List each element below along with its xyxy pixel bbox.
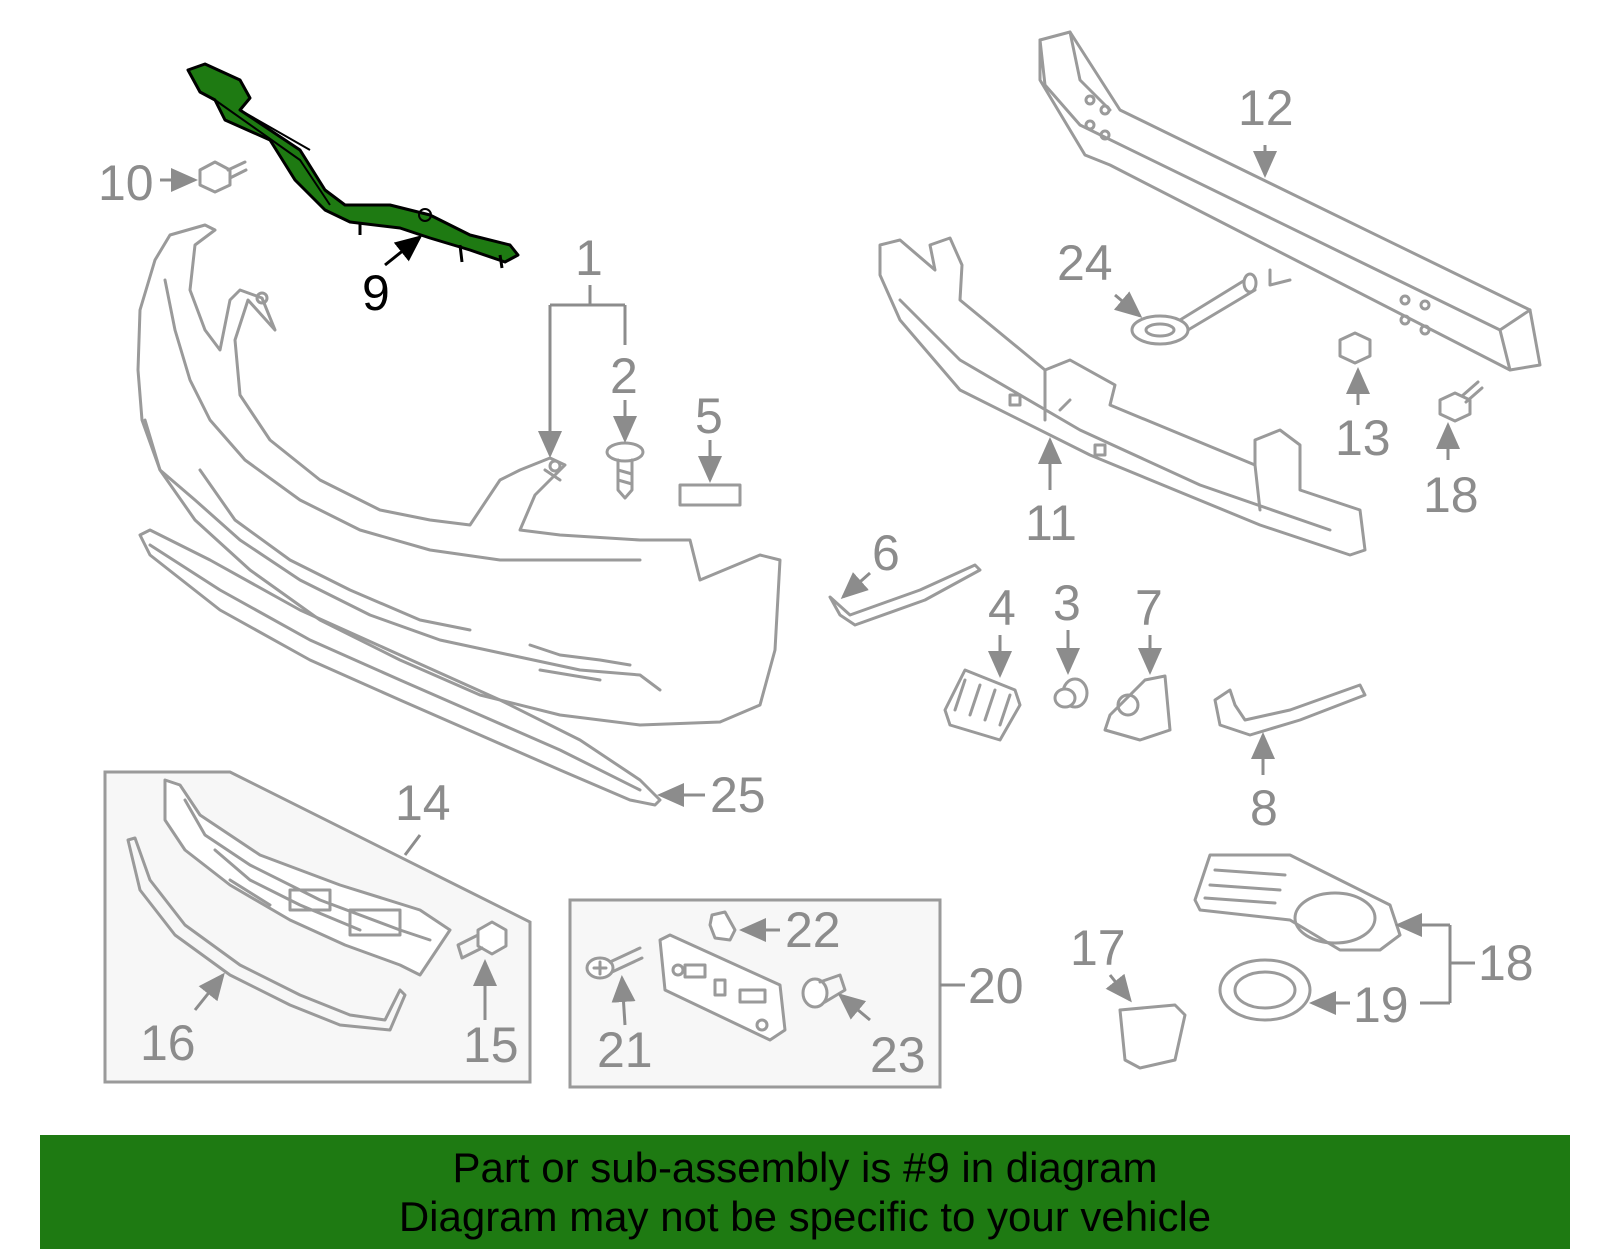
part-5-label[interactable] bbox=[678, 483, 742, 507]
callout-14: 14 bbox=[395, 775, 451, 831]
part-19-fog-cover[interactable] bbox=[1218, 958, 1312, 1022]
callout-11: 11 bbox=[1025, 495, 1077, 551]
callout-24: 24 bbox=[1057, 235, 1113, 291]
part-6-molding[interactable] bbox=[828, 563, 982, 627]
part-1-bumper-cover[interactable] bbox=[136, 223, 782, 727]
part-25-lower-lip[interactable] bbox=[138, 528, 662, 807]
callout-16: 16 bbox=[140, 1015, 196, 1071]
callout-21: 21 bbox=[597, 1022, 653, 1078]
callout-4: 4 bbox=[988, 580, 1016, 636]
callout-18-bottom: 18 bbox=[1478, 935, 1534, 991]
callout-17: 17 bbox=[1070, 920, 1126, 976]
part-23-grommet[interactable] bbox=[801, 973, 847, 1009]
callout-5: 5 bbox=[695, 388, 723, 444]
callout-9: 9 bbox=[362, 265, 390, 321]
part-16-molding[interactable] bbox=[126, 836, 407, 1032]
callout-22: 22 bbox=[785, 902, 841, 958]
part-20-plate-bracket[interactable] bbox=[658, 933, 787, 1042]
part-18-bolt[interactable] bbox=[1438, 380, 1484, 423]
part-10-bolt[interactable] bbox=[198, 160, 248, 194]
part-8-molding[interactable] bbox=[1213, 683, 1367, 737]
callout-19: 19 bbox=[1353, 977, 1409, 1033]
part-4-bracket[interactable] bbox=[943, 668, 1022, 742]
part-11-absorber[interactable] bbox=[878, 236, 1367, 557]
callout-10: 10 bbox=[98, 155, 154, 211]
callout-13: 13 bbox=[1335, 410, 1391, 466]
callout-8: 8 bbox=[1250, 780, 1278, 836]
part-7-bracket[interactable] bbox=[1103, 674, 1172, 742]
banner-line-1: Part or sub-assembly is #9 in diagram bbox=[452, 1144, 1158, 1191]
callout-2: 2 bbox=[610, 348, 638, 404]
part-2-clip[interactable] bbox=[605, 441, 645, 500]
callout-1: 1 bbox=[575, 230, 603, 286]
info-banner: Part or sub-assembly is #9 in diagram Di… bbox=[40, 1135, 1570, 1249]
callout-23: 23 bbox=[870, 1027, 926, 1083]
part-14-grille[interactable] bbox=[163, 778, 452, 977]
callout-7: 7 bbox=[1135, 580, 1163, 636]
part-15-bolt[interactable] bbox=[456, 920, 508, 960]
part-9-bracket[interactable] bbox=[186, 62, 520, 269]
part-13-nut[interactable] bbox=[1338, 331, 1372, 365]
callout-25: 25 bbox=[710, 767, 766, 823]
callout-15: 15 bbox=[463, 1017, 519, 1073]
part-21-screw[interactable] bbox=[585, 946, 644, 980]
callout-18-top: 18 bbox=[1423, 467, 1479, 523]
part-17-cap[interactable] bbox=[1118, 1003, 1187, 1070]
part-24-tow-hook[interactable] bbox=[1130, 272, 1258, 346]
callout-labels: 10 9 1 2 5 12 24 13 18 11 6 4 3 7 8 25 1… bbox=[98, 80, 1534, 1083]
part-22-clip[interactable] bbox=[708, 910, 737, 942]
callout-3: 3 bbox=[1053, 575, 1081, 631]
leader-lines bbox=[160, 145, 1475, 1026]
part-12-reinforcement[interactable] bbox=[1038, 30, 1542, 372]
callout-12: 12 bbox=[1238, 80, 1294, 136]
callout-20: 20 bbox=[968, 958, 1024, 1014]
banner-line-2: Diagram may not be specific to your vehi… bbox=[398, 1193, 1212, 1240]
part-18-fog-bezel[interactable] bbox=[1193, 853, 1402, 952]
callout-6: 6 bbox=[872, 525, 900, 581]
part-3-fastener[interactable] bbox=[1053, 677, 1089, 709]
